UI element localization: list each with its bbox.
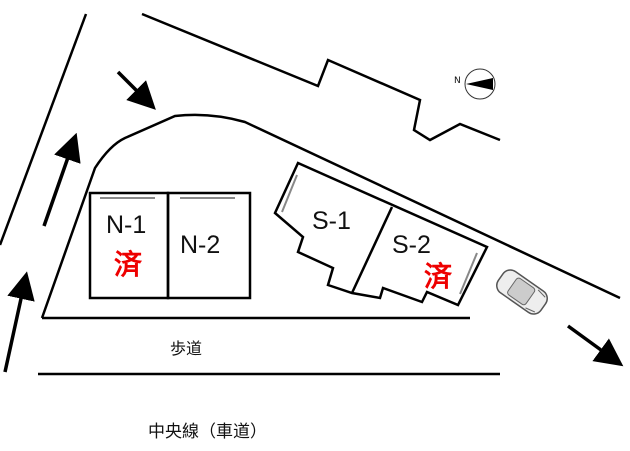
- lot-n1-outline: [88, 191, 170, 300]
- lot-s-outline: [273, 161, 489, 307]
- lot-label-s1[interactable]: S-1: [312, 207, 351, 235]
- compass-icon: [464, 68, 496, 100]
- traffic-arrow-icon: [3, 271, 35, 373]
- lot-s-divider: [350, 206, 394, 294]
- s1-window-mark: [281, 174, 298, 213]
- compass-north-label: N: [454, 76, 461, 86]
- lot-boundary: [40, 113, 621, 319]
- traffic-arrow-icon: [42, 132, 81, 227]
- s2-window-mark: [459, 252, 478, 295]
- sold-mark-n1: 済: [114, 248, 143, 281]
- neighbor-building-outline: [141, 12, 501, 142]
- sidewalk-label: 歩道: [170, 339, 203, 358]
- lot-label-n1[interactable]: N-1: [106, 211, 147, 239]
- car-icon: [496, 269, 548, 315]
- traffic-arrow-icon: [116, 70, 156, 110]
- left-road-edge: [0, 13, 88, 246]
- traffic-arrow-icon: [566, 324, 624, 367]
- lot-n2-outline: [166, 191, 252, 300]
- road-label: 中央線（車道）: [148, 422, 267, 442]
- sold-mark-s2: 済: [424, 260, 453, 293]
- lot-label-n2[interactable]: N-2: [180, 231, 221, 259]
- lot-label-s2[interactable]: S-2: [392, 231, 431, 259]
